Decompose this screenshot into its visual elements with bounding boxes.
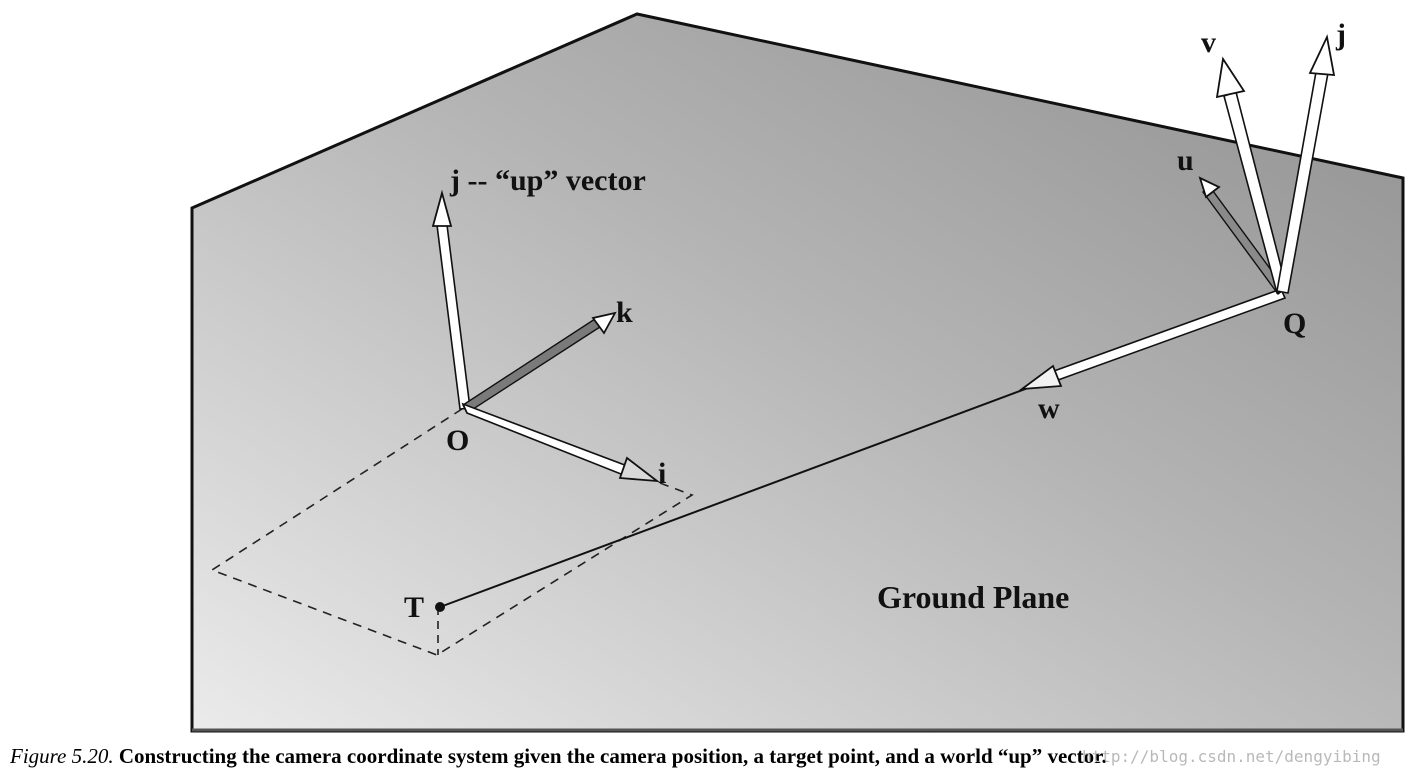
label-origin-O: O xyxy=(446,424,469,457)
j-up-vector-arrowhead xyxy=(431,189,453,227)
label-ground-plane: Ground Plane xyxy=(877,579,1069,615)
label-w: w xyxy=(1038,392,1060,425)
camera-coordinate-diagram: j -- “up” vector k i O T Q w u v j Groun… xyxy=(190,12,1405,733)
label-i: i xyxy=(658,457,666,490)
w-vector-arrowhead xyxy=(1018,364,1063,391)
figure-number: Figure 5.20. xyxy=(10,744,114,768)
v-vector-arrowhead xyxy=(1215,56,1246,99)
label-target-T: T xyxy=(404,591,424,624)
target-point-marker xyxy=(435,602,445,612)
u-vector-arrowhead xyxy=(1198,176,1221,199)
figure-caption: Figure 5.20. Constructing the camera coo… xyxy=(10,744,1405,769)
ground-plane xyxy=(190,12,1405,733)
k-vector-arrowhead xyxy=(591,311,617,335)
i-vector-arrowhead xyxy=(618,456,660,483)
watermark: http://blog.csdn.net/dengyibing xyxy=(1082,747,1381,766)
caption-text: Constructing the camera coordinate syste… xyxy=(113,744,1107,768)
label-j-camera: j xyxy=(1335,18,1346,51)
label-camera-Q: Q xyxy=(1283,307,1306,340)
label-k: k xyxy=(616,296,633,329)
label-u: u xyxy=(1177,144,1194,177)
label-v: v xyxy=(1201,26,1216,59)
label-j-up-vector: j -- “up” vector xyxy=(449,164,646,197)
j-camera-vector-arrowhead xyxy=(1308,34,1336,76)
